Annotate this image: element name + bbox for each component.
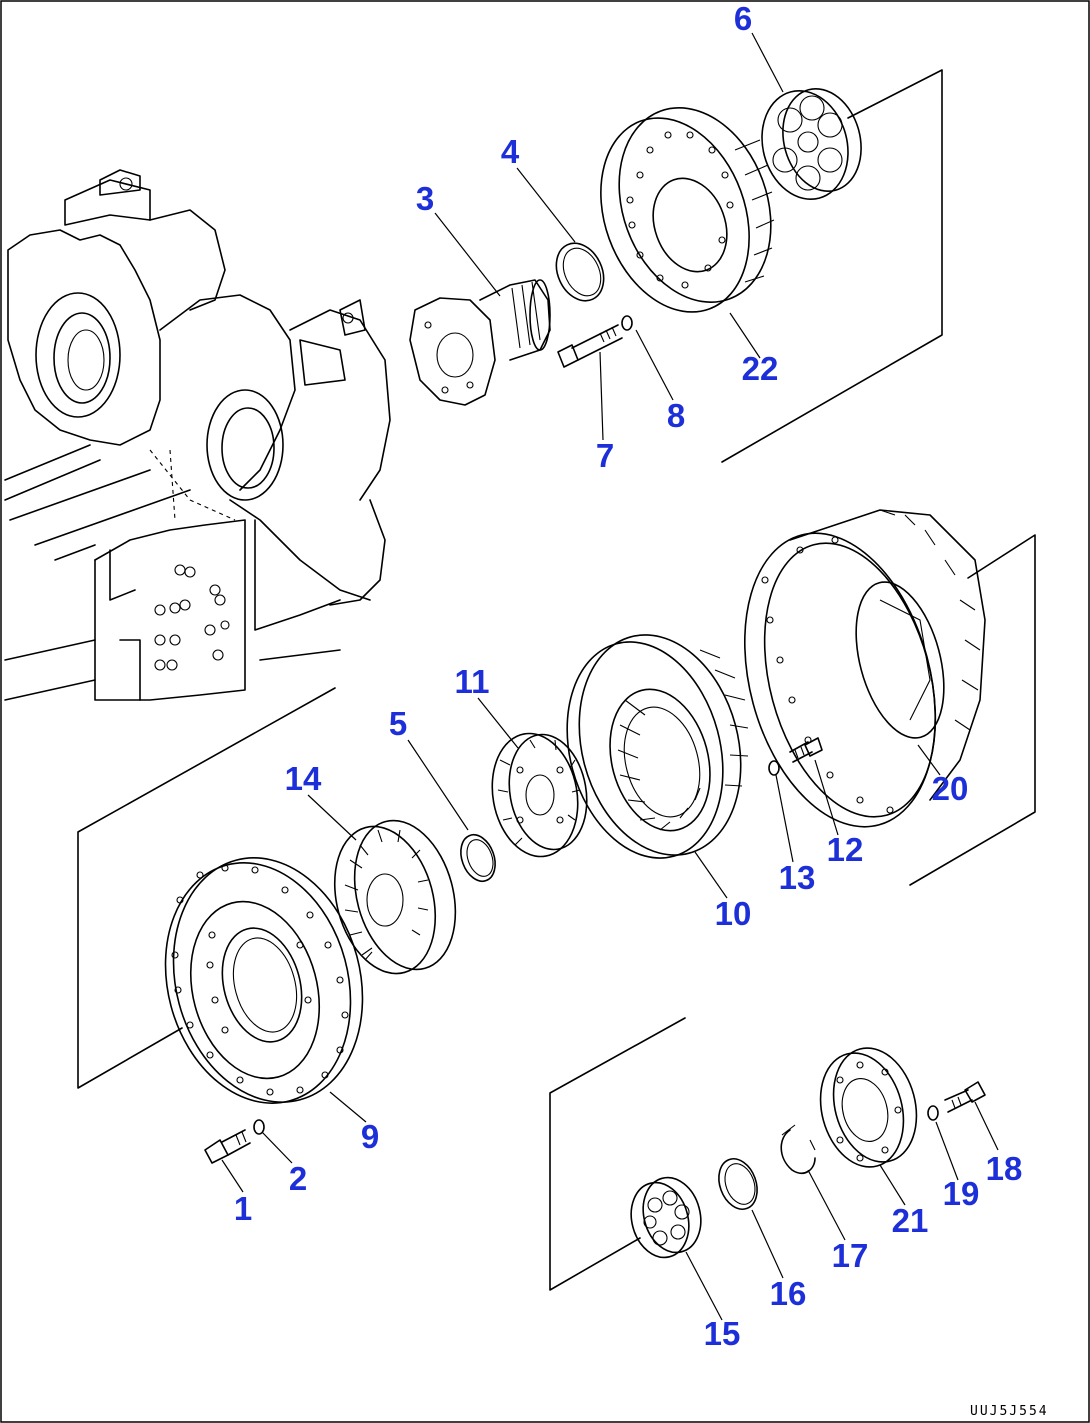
part-9-cover-plate <box>164 857 364 1104</box>
callout-10: 10 <box>715 895 752 932</box>
callout-5: 5 <box>389 705 407 742</box>
part-10-ring-housing <box>566 634 749 859</box>
reference-code: UUJ5J554 <box>970 1404 1049 1419</box>
part-1-bolt <box>204 1129 251 1164</box>
part-5-snap-ring <box>460 833 496 883</box>
callout-20: 20 <box>932 770 969 807</box>
callout-9: 9 <box>361 1118 379 1155</box>
callout-labels: 1 2 3 4 5 6 7 8 9 10 11 12 13 14 15 16 1… <box>234 0 1023 1352</box>
part-2-washer <box>253 1119 265 1135</box>
part-19-washer <box>927 1105 939 1121</box>
part-17-snap-ring <box>780 1124 816 1174</box>
callout-21: 21 <box>892 1202 929 1239</box>
part-8-washer <box>621 315 633 331</box>
part-21-end-cap <box>819 1047 918 1168</box>
part-22-gear-carrier <box>600 107 775 313</box>
upper-group-bracket <box>721 69 943 463</box>
callout-19: 19 <box>943 1175 980 1212</box>
part-7-bolt <box>557 324 623 368</box>
callout-16: 16 <box>770 1275 807 1312</box>
lower-group-bracket <box>549 1017 686 1291</box>
callout-18: 18 <box>986 1150 1023 1187</box>
callout-15: 15 <box>704 1315 741 1352</box>
callout-2: 2 <box>289 1160 307 1197</box>
carrier-holes <box>626 131 734 289</box>
part-18-bolt <box>944 1081 986 1113</box>
callout-13: 13 <box>779 859 816 896</box>
callout-6: 6 <box>734 0 752 37</box>
part-14-clutch-disc <box>333 819 457 975</box>
callout-22: 22 <box>742 350 779 387</box>
drum-bolt-holes <box>761 536 894 814</box>
callout-12: 12 <box>827 831 864 868</box>
callout-17: 17 <box>832 1237 869 1274</box>
callout-1: 1 <box>234 1190 252 1227</box>
part-15-bearing <box>630 1176 702 1259</box>
part-12-bolt <box>789 737 823 763</box>
part-11-planetary-gear <box>491 732 588 858</box>
middle-group-bracket <box>77 687 336 1089</box>
callout-14: 14 <box>285 760 322 797</box>
part-20-drum-housing <box>743 509 986 828</box>
part-3-flange-shaft <box>409 279 551 406</box>
callout-3: 3 <box>416 180 434 217</box>
transmission-housing <box>4 169 391 701</box>
callout-8: 8 <box>667 397 685 434</box>
part-13-washer <box>768 760 780 776</box>
part-4-snap-ring <box>555 242 605 302</box>
part-16-seal-ring <box>718 1158 758 1210</box>
callout-4: 4 <box>501 133 520 170</box>
valve-ports <box>154 564 230 671</box>
right-group-bracket <box>909 534 1036 886</box>
leader-lines <box>221 32 999 1321</box>
plate-bolt-holes <box>171 864 349 1096</box>
part-6-bearing <box>761 88 862 201</box>
callout-7: 7 <box>596 437 614 474</box>
callout-11: 11 <box>455 663 490 700</box>
